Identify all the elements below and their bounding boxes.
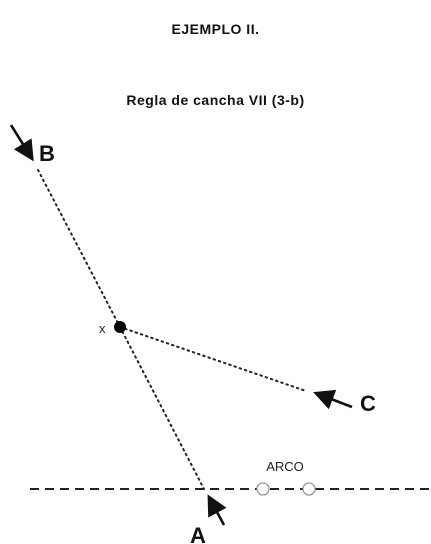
label-x: x: [99, 321, 106, 336]
arrow-a: [207, 494, 227, 526]
goal-label: ARCO: [266, 459, 304, 474]
goal-post-left: [256, 482, 270, 496]
diagram-title: EJEMPLO II.: [171, 21, 260, 37]
position-x-marker: [114, 321, 126, 333]
path-x-to-a: [119, 326, 205, 490]
path-b-to-x: [37, 169, 121, 328]
label-a: A: [190, 523, 206, 544]
arrow-b: [9, 124, 34, 162]
diagram-subtitle: Regla de cancha VII (3-b): [126, 92, 305, 108]
path-x-to-c: [119, 326, 307, 392]
goal-post-right: [302, 482, 316, 496]
arrow-c: [313, 389, 353, 410]
label-c: C: [360, 391, 376, 416]
label-b: B: [39, 141, 55, 166]
